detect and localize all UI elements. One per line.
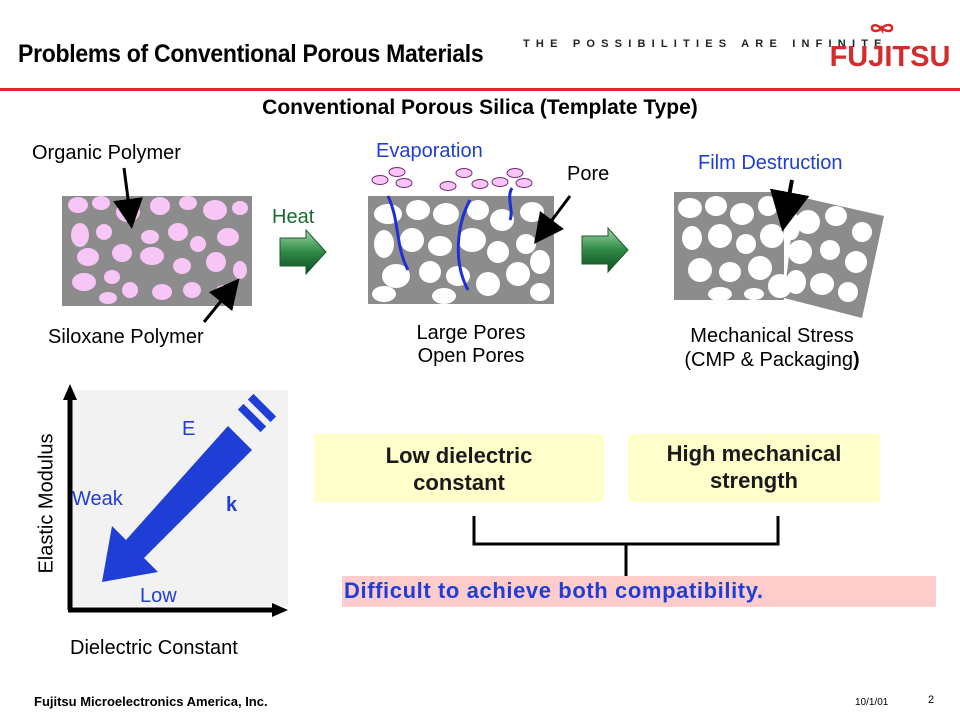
conclusion-banner: Difficult to achieve both compatibility. [342, 576, 936, 607]
cmp-packaging-text: (CMP & Packaging) [684, 349, 860, 371]
logo-text: FUJITSU [830, 41, 951, 73]
stage3-caption: Mechanical Stress (CMP & Packaging) [632, 324, 912, 372]
footer-date: 10/1/01 [855, 697, 889, 708]
page-number: 2 [928, 694, 935, 706]
tagline: THE POSSIBILITIES ARE INFINITE [523, 38, 888, 50]
fujitsu-logo: FUJITSU [826, 14, 954, 74]
low-label: Low [140, 585, 177, 607]
mechanical-stress-text: Mechanical Stress [690, 325, 854, 347]
process-illustration [62, 167, 884, 323]
large-pores-text: Large Pores [416, 322, 526, 344]
stage2-film [368, 167, 572, 304]
evaporation-label: Evaporation [376, 140, 483, 162]
x-axis-label: Dielectric Constant [70, 637, 238, 659]
high-strength-box: High mechanical strength [628, 434, 880, 502]
pore-label: Pore [567, 163, 610, 185]
bracket-connector [472, 516, 780, 576]
property-graph: E Weak k Low [60, 384, 300, 624]
stage2-caption: Large Pores Open Pores [386, 322, 556, 368]
conclusion-text: Difficult to achieve both compatibility. [344, 578, 764, 603]
e-label: E [182, 418, 196, 440]
heat-label: Heat [272, 206, 315, 228]
low-dielectric-box: Low dielectric constant [314, 434, 604, 502]
stage3-film [674, 179, 884, 318]
header-divider [0, 88, 960, 91]
diagram-subtitle: Conventional Porous Silica (Template Typ… [262, 96, 698, 119]
open-pores-text: Open Pores [417, 345, 525, 367]
siloxane-polymer-label: Siloxane Polymer [48, 326, 204, 348]
heat-arrow [279, 228, 327, 276]
organic-polymer-label: Organic Polymer [32, 142, 181, 164]
footer-company: Fujitsu Microelectronics America, Inc. [34, 694, 268, 709]
k-label: k [226, 494, 238, 516]
weak-label: Weak [72, 488, 123, 510]
y-axis-label: Elastic Modulus [35, 433, 58, 574]
stress-arrow [581, 226, 629, 274]
stage1-film [62, 167, 252, 323]
film-destruction-label: Film Destruction [698, 152, 843, 174]
page-title: Problems of Conventional Porous Material… [18, 40, 484, 68]
